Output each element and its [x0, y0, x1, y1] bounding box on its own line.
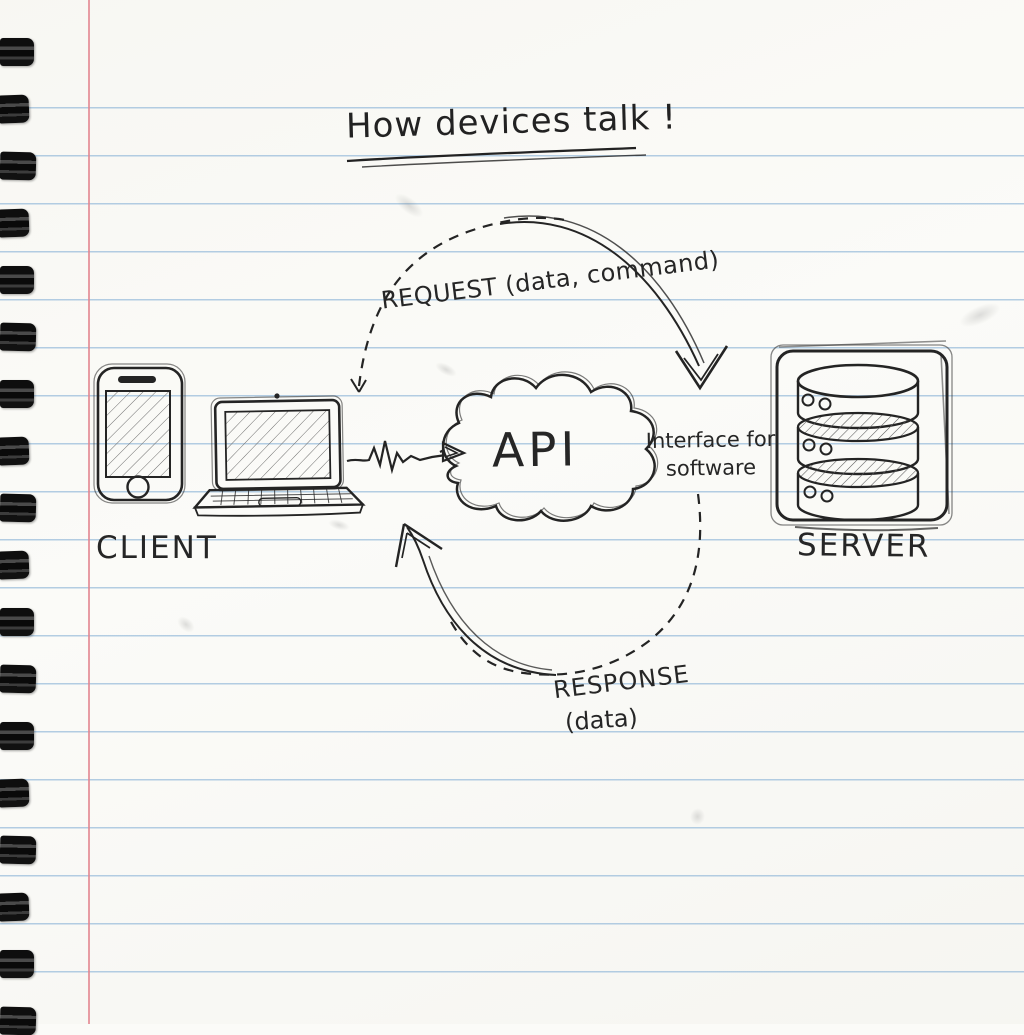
binding-coil	[0, 266, 34, 294]
binding-coil	[0, 380, 34, 408]
binding-coil	[0, 835, 37, 865]
binding-coil	[0, 493, 37, 523]
binding-coil	[0, 94, 30, 124]
binding-coil	[0, 436, 30, 466]
server-icon	[770, 340, 953, 532]
response-data-label: (data)	[564, 703, 639, 737]
response-arrow	[394, 493, 702, 676]
api-label: API	[491, 422, 579, 479]
binding-coil	[0, 892, 30, 922]
binding-coil	[0, 322, 37, 352]
laptop-icon	[192, 393, 366, 517]
binding-coil	[0, 208, 30, 238]
server-label: SERVER	[796, 527, 931, 565]
binding-coil	[0, 778, 30, 808]
smartphone-icon	[93, 363, 186, 504]
spiral-binding	[0, 38, 37, 1035]
binding-coil	[0, 664, 37, 694]
binding-coil	[0, 608, 34, 636]
binding-coil	[0, 950, 34, 978]
binding-coil	[0, 38, 34, 66]
client-label: CLIENT	[96, 530, 218, 566]
binding-coil	[0, 722, 34, 750]
ruled-lines	[0, 107, 1024, 987]
request-arrow	[350, 215, 729, 393]
interface-note: Interface for software	[646, 425, 777, 484]
api-cloud	[442, 371, 659, 522]
margin-line	[88, 0, 90, 1024]
title-underline	[346, 146, 647, 168]
binding-coil	[0, 151, 37, 181]
binding-coil	[0, 550, 30, 580]
binding-coil	[0, 1006, 37, 1035]
interface-note-line1: Interface for	[645, 426, 776, 454]
interface-note-line2: software	[665, 455, 757, 482]
